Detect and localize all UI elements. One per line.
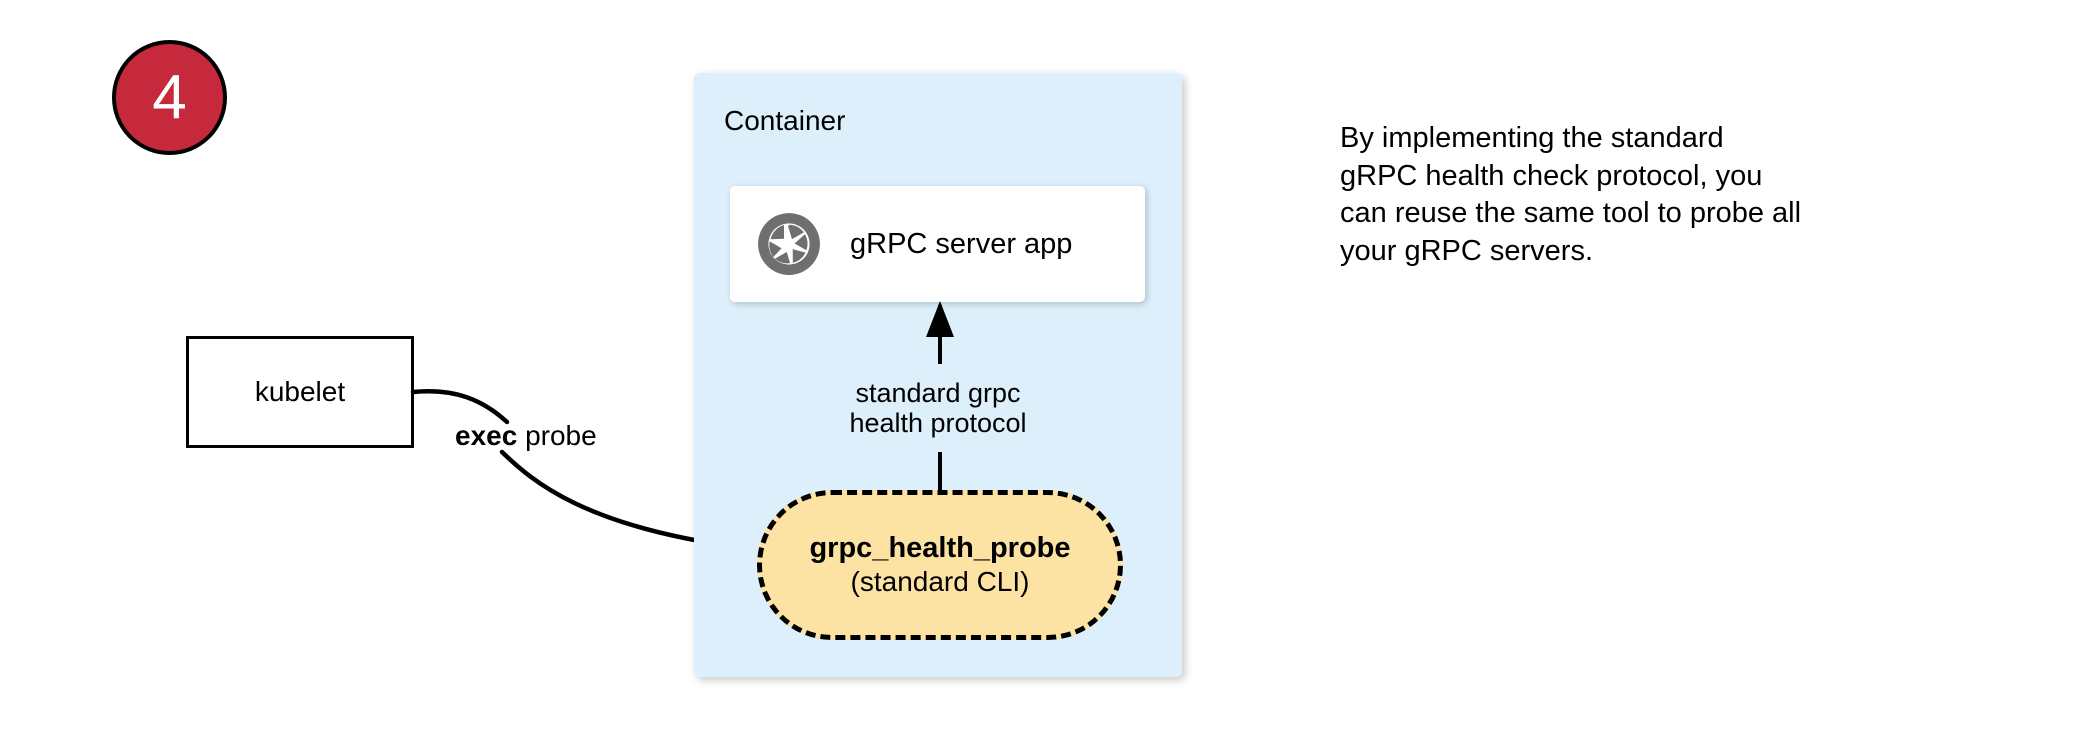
step-number-badge: 4 (112, 40, 227, 155)
grpc-health-probe-node: grpc_health_probe (standard CLI) (757, 490, 1123, 640)
health-protocol-line-1: standard grpc (855, 378, 1021, 408)
kubelet-node: kubelet (186, 336, 414, 448)
note-line-4: your gRPC servers. (1340, 235, 1594, 268)
note-line-1: By implementing the standard (1340, 122, 1724, 154)
kubelet-label: kubelet (254, 376, 346, 407)
health-protocol-label: standard grpc health protocol (694, 378, 1182, 438)
grpc-health-probe-title: grpc_health_probe (809, 531, 1071, 564)
exec-probe-label: exec probe (455, 420, 597, 452)
exec-probe-label-bold: exec (455, 420, 518, 451)
grpc-server-app-card: gRPC server app (730, 186, 1145, 302)
grpc-server-app-label: gRPC server app (850, 227, 1073, 260)
explanatory-note: By implementing the standard gRPC health… (1340, 120, 1920, 271)
step-number-label: 4 (152, 62, 187, 132)
exec-probe-label-rest: probe (517, 420, 597, 451)
grpc-health-probe-subtitle: (standard CLI) (850, 565, 1030, 597)
health-protocol-line-2: health protocol (849, 408, 1027, 439)
health-protocol-line-stub (938, 452, 942, 496)
note-line-2: gRPC health check protocol, you (1340, 159, 1763, 192)
note-line-3: can reuse the same tool to probe all (1340, 197, 1802, 230)
container-title: Container (724, 105, 846, 136)
health-protocol-arrow (926, 301, 954, 364)
aperture-icon (758, 213, 820, 275)
exec-probe-arrow (410, 389, 742, 558)
